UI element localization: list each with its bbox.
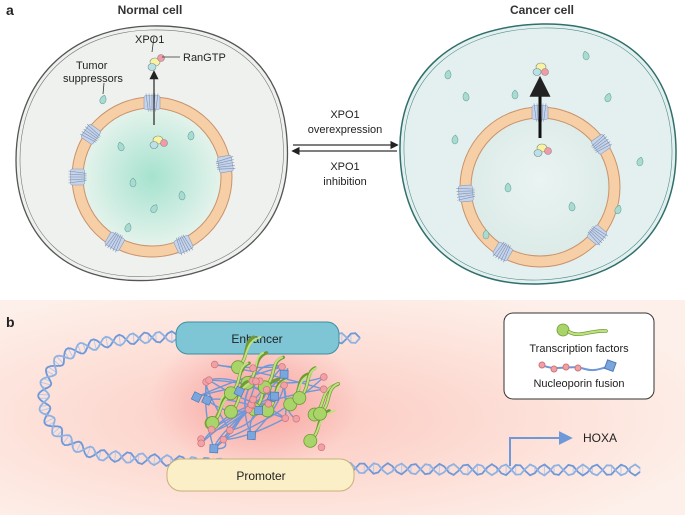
hoxa-label: HOXA	[583, 431, 617, 445]
promoter-label: Promoter	[236, 469, 285, 483]
nucleoporin-bead	[318, 444, 325, 451]
xpo1-label: XPO1	[135, 34, 164, 46]
panel-b-letter: b	[6, 314, 15, 330]
nucleoporin-fusion-node	[280, 370, 288, 378]
nucleoporin-fusion-node	[210, 445, 218, 453]
nucleoporin-bead	[263, 386, 270, 393]
nucleoporin-bead	[282, 415, 289, 422]
nucleoporin-bead	[281, 382, 288, 389]
nucleoporin-bead	[265, 400, 272, 407]
cancer-cell-title: Cancer cell	[510, 3, 574, 17]
normal-cell-title: Normal cell	[118, 3, 183, 17]
nucleoporin-bead	[220, 436, 227, 443]
nucleoporin-bead	[320, 374, 327, 381]
legend: Transcription factors Nucleoporin fusion	[504, 313, 654, 399]
legend-transcription-factors-label: Transcription factors	[529, 343, 629, 355]
normal-nucleoplasm	[83, 108, 221, 246]
rangtp-label: RanGTP	[183, 52, 226, 64]
nucleoporin-bead	[250, 365, 257, 372]
nucleoporin-bead	[206, 377, 213, 384]
transition-arrows	[293, 145, 397, 151]
nucleoporin-bead	[279, 363, 286, 370]
nucleoporin-fusion-node	[270, 392, 278, 400]
legend-nucleoporin-fusion-label: Nucleoporin fusion	[533, 378, 624, 390]
tumor-label-line2: suppressors	[63, 73, 123, 85]
nucleoporin-bead	[211, 361, 218, 368]
overexpression-label-line2: overexpression	[308, 124, 383, 136]
nuclear-pore	[69, 169, 87, 185]
nuclear-pore	[144, 94, 160, 112]
inhibition-label-line2: inhibition	[323, 176, 366, 188]
nucleoporin-fusion-node	[255, 406, 263, 414]
nucleoporin-bead	[226, 427, 233, 434]
nucleoporin-bead	[252, 378, 259, 385]
nucleoporin-bead	[293, 415, 300, 422]
nucleoporin-bead	[208, 426, 215, 433]
nucleoporin-bead	[250, 396, 257, 403]
nuclear-pore	[456, 185, 475, 203]
tumor-label-line1: Tumor	[76, 60, 108, 72]
panel-a-letter: a	[6, 2, 14, 18]
overexpression-label-line1: XPO1	[330, 109, 359, 121]
nucleoporin-fusion-node	[247, 431, 256, 440]
inhibition-label-line1: XPO1	[330, 161, 359, 173]
nucleoporin-bead	[320, 386, 327, 393]
nucleoporin-bead	[198, 440, 205, 447]
